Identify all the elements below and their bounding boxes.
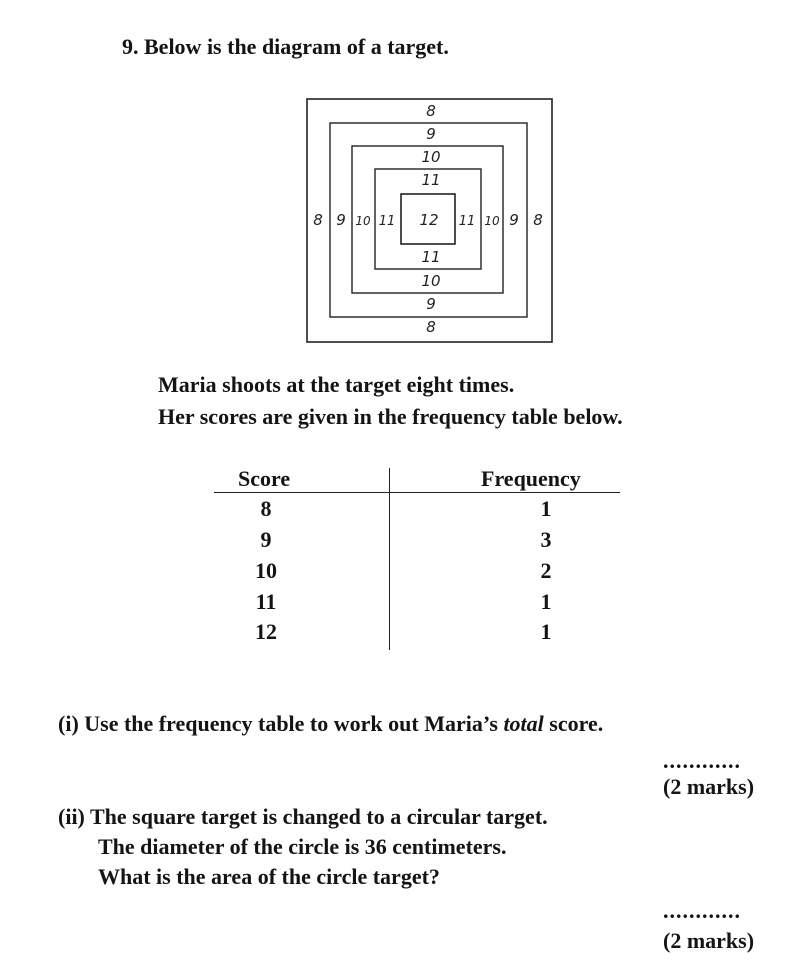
ring-8-square — [306, 98, 553, 343]
table-cell-score: 8 — [260, 496, 272, 521]
label-top-11: 11 — [421, 171, 440, 189]
table-cell-score: 10 — [255, 558, 277, 583]
label-left-11: 11 — [379, 214, 396, 229]
label-left-8: 8 — [313, 211, 323, 229]
label-left-9: 9 — [336, 211, 346, 229]
label-bottom-11: 11 — [421, 248, 440, 266]
part-ii-marks: (2 marks) — [663, 928, 755, 953]
ring-10-square — [351, 145, 504, 294]
label-right-9: 9 — [509, 211, 519, 229]
label-right-8: 8 — [533, 211, 543, 229]
table-cell-score: 11 — [255, 589, 277, 614]
label-top-9: 9 — [426, 125, 436, 143]
part-i-marks: (2 marks) — [663, 774, 755, 799]
table-header-rule — [214, 492, 620, 493]
table-cell-score: 12 — [255, 619, 277, 644]
ring-9-square — [329, 122, 528, 318]
question-title: 9. Below is the diagram of a target. — [122, 34, 449, 59]
ring-12-square — [400, 193, 456, 245]
table-cell-frequency: 3 — [540, 527, 552, 552]
part-i-answer-line: ............ — [663, 748, 741, 773]
label-bottom-8: 8 — [426, 318, 436, 336]
intro-line-1: Maria shoots at the target eight times. — [158, 372, 515, 397]
label-bottom-10: 10 — [421, 272, 440, 290]
table-header-frequency: Frequency — [481, 466, 581, 491]
label-right-10: 10 — [484, 214, 500, 228]
part-ii-line-1: (ii) The square target is changed to a c… — [58, 804, 548, 829]
part-ii-line-2: The diameter of the circle is 36 centime… — [98, 834, 507, 859]
label-bottom-9: 9 — [426, 295, 436, 313]
ring-11-square — [374, 168, 482, 270]
target-diagram: 8 9 10 11 12 8 9 10 11 11 10 9 8 11 10 9… — [306, 98, 553, 343]
table-cell-frequency: 1 — [540, 496, 552, 521]
label-left-10: 10 — [355, 214, 371, 228]
table-column-divider — [389, 468, 390, 650]
table-cell-frequency: 1 — [540, 589, 552, 614]
label-center-12: 12 — [419, 211, 438, 229]
table-cell-frequency: 2 — [540, 558, 552, 583]
part-ii-line-3: What is the area of the circle target? — [98, 864, 440, 889]
table-cell-frequency: 1 — [540, 619, 552, 644]
label-top-8: 8 — [426, 102, 436, 120]
table-cell-score: 9 — [260, 527, 272, 552]
part-i-question: (i) Use the frequency table to work out … — [58, 711, 604, 736]
intro-line-2: Her scores are given in the frequency ta… — [158, 404, 623, 429]
part-ii-answer-line: ............ — [663, 898, 741, 923]
label-top-10: 10 — [421, 148, 440, 166]
label-right-11: 11 — [459, 214, 476, 229]
table-header-score: Score — [238, 466, 291, 491]
